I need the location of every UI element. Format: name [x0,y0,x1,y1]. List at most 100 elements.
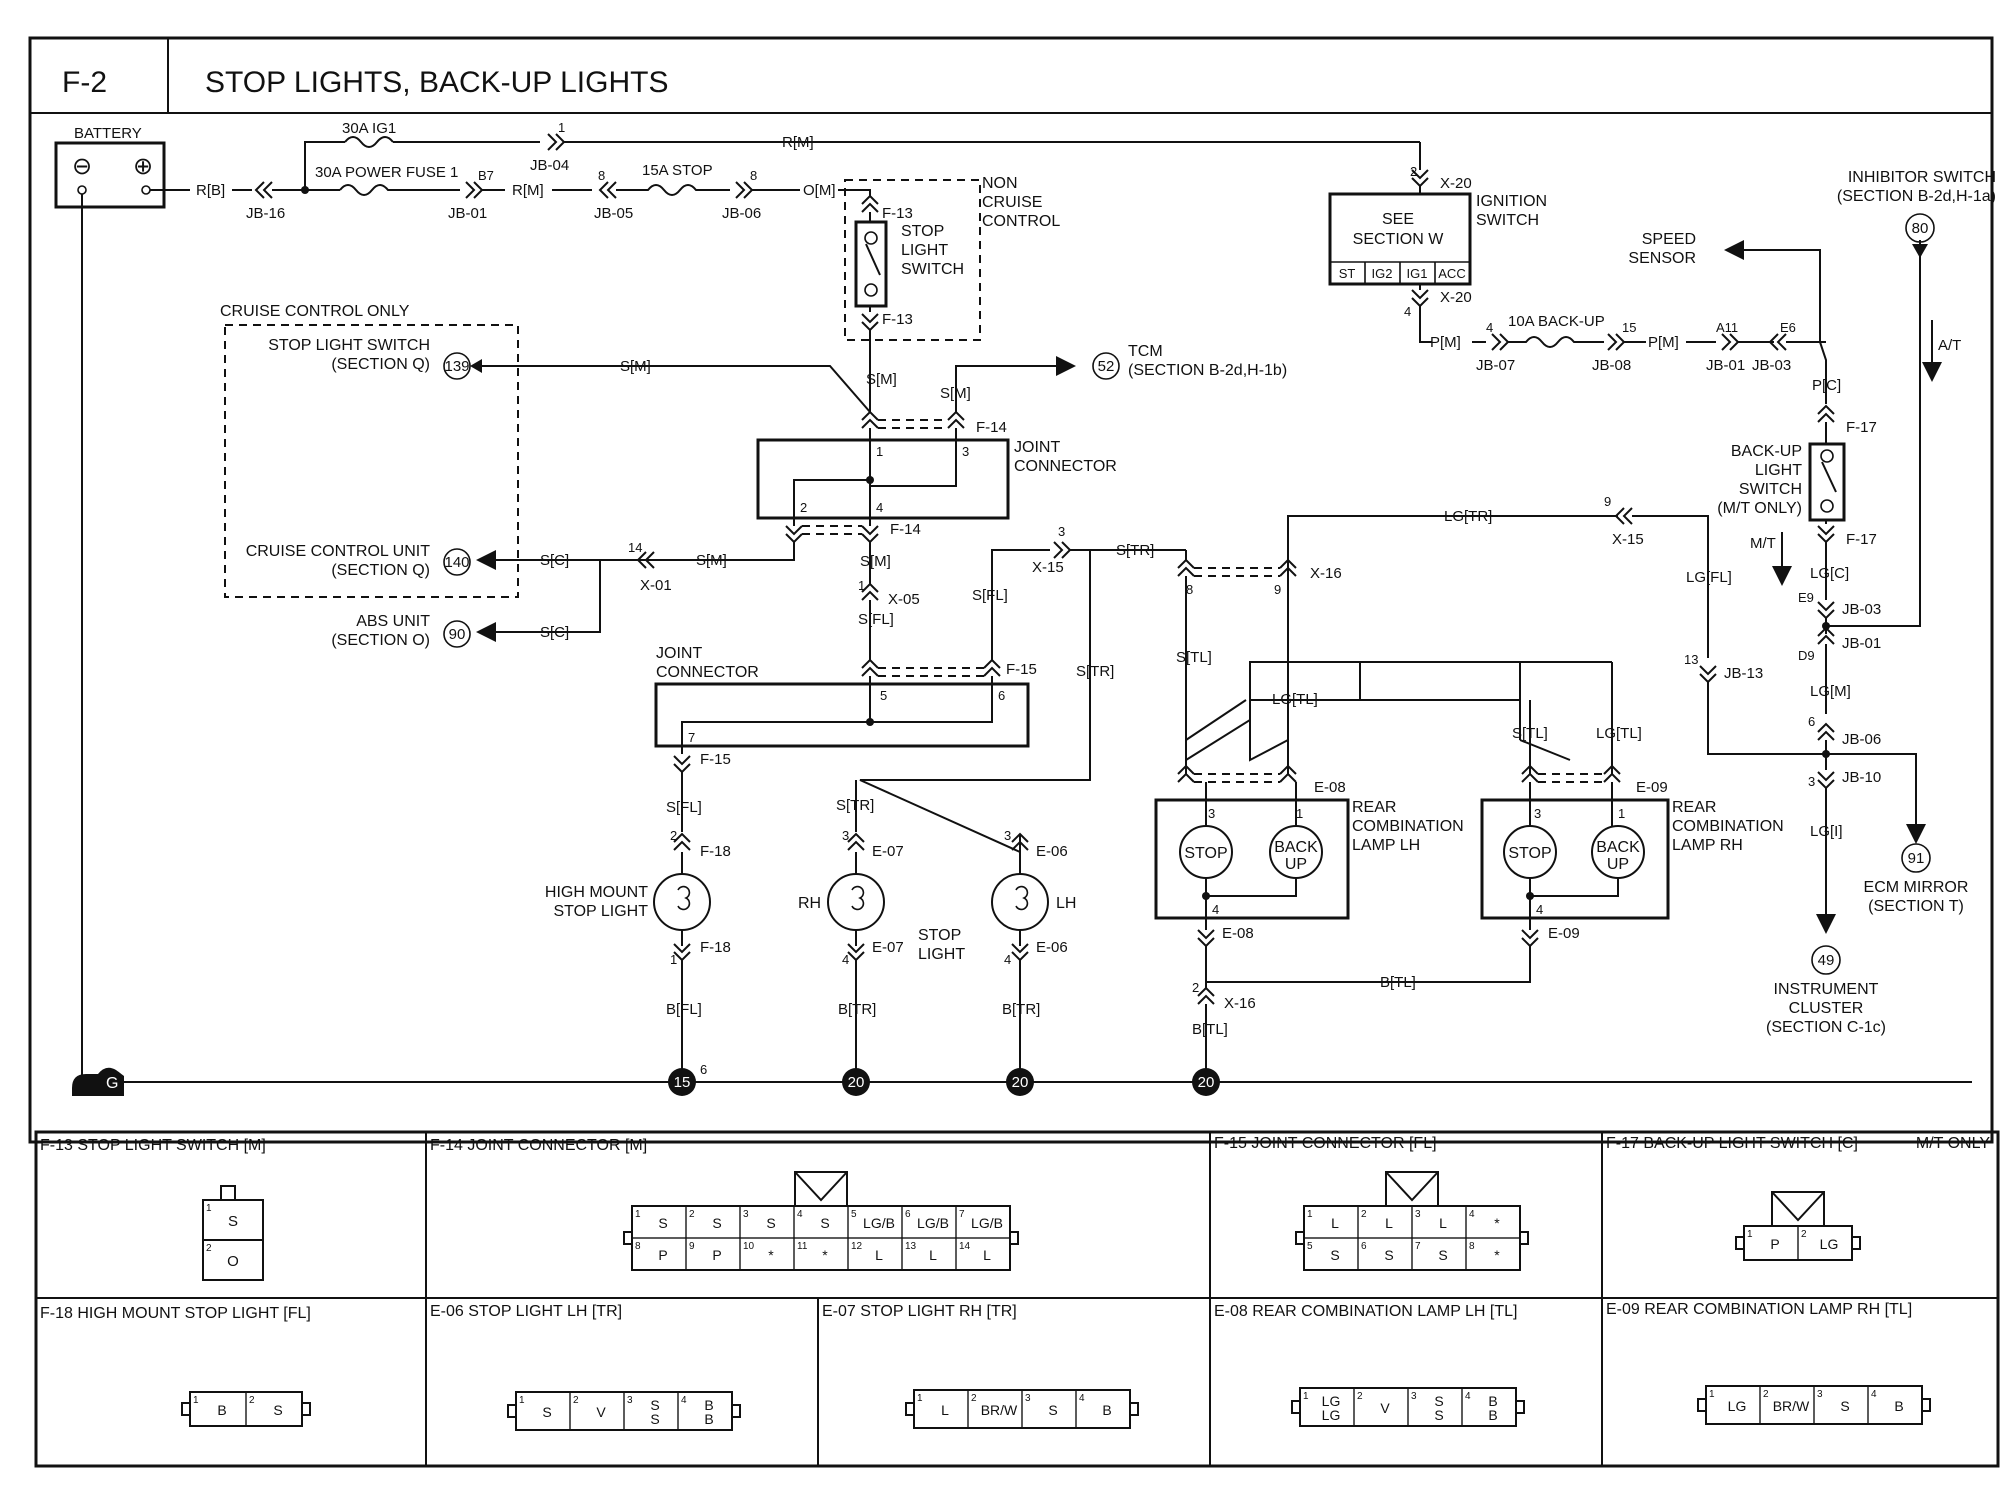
pin-wire: B [1488,1393,1497,1409]
pin-number: 2 [1763,1389,1769,1400]
pin-wire: S [650,1397,659,1413]
svg-text:S[M]: S[M] [866,371,897,388]
pin-number: 8 [1469,1241,1475,1252]
svg-text:80: 80 [1912,220,1929,237]
svg-text:1: 1 [858,578,865,593]
svg-text:ST: ST [1339,266,1356,281]
pin-number: 3 [1817,1389,1823,1400]
battery-negative-icon: ⊖ [72,153,92,180]
pin-wire: L [875,1247,883,1263]
svg-text:8: 8 [1186,582,1193,597]
svg-text:CRUISE CONTROL ONLY: CRUISE CONTROL ONLY [220,303,410,320]
svg-text:5: 5 [880,688,887,703]
conn-note-f17: M/T ONLY [1916,1135,1990,1152]
svg-text:139: 139 [444,358,469,375]
svg-text:S[TR]: S[TR] [1116,542,1154,559]
pin-number: 3 [1411,1391,1417,1402]
pin-wire: S [228,1213,238,1230]
pin-wire: LG/B [863,1215,895,1231]
svg-text:10A BACK-UP: 10A BACK-UP [1508,313,1605,330]
svg-text:E9: E9 [1798,590,1814,605]
svg-text:6: 6 [998,688,1005,703]
svg-text:B[TR]: B[TR] [838,1001,876,1018]
page-title: STOP LIGHTS, BACK-UP LIGHTS [205,66,668,99]
svg-text:2: 2 [670,828,677,843]
svg-text:R[M]: R[M] [782,134,814,151]
pin-number: 1 [193,1395,199,1406]
svg-text:20: 20 [848,1074,865,1091]
svg-text:JB-10: JB-10 [1842,769,1881,786]
pin-wire: LG [1820,1236,1839,1252]
svg-text:X-20: X-20 [1440,175,1472,192]
pin-number: 2 [1801,1229,1807,1240]
svg-text:B[TL]: B[TL] [1192,1021,1228,1038]
pin-number: 1 [917,1393,923,1404]
svg-text:3: 3 [842,828,849,843]
svg-text:CRUISE CONTROL UNIT(SECTION Q): CRUISE CONTROL UNIT(SECTION Q) [246,543,431,579]
svg-text:B7: B7 [478,168,494,183]
svg-text:ECM MIRROR(SECTION T): ECM MIRROR(SECTION T) [1864,879,1969,915]
svg-text:4: 4 [1212,902,1219,917]
pin-wire: S [1434,1393,1443,1409]
svg-text:JB-06: JB-06 [1842,731,1881,748]
pin-wire: BR/W [981,1402,1018,1418]
pin-wire: B [1102,1402,1111,1418]
svg-text:15: 15 [1622,320,1636,335]
svg-text:RH: RH [798,895,821,912]
svg-text:LG[TL]: LG[TL] [1596,725,1642,742]
svg-text:R[B]: R[B] [196,182,225,199]
conn-title-e07: E-07 STOP LIGHT RH [TR] [822,1303,1017,1320]
pin-number: 1 [1307,1209,1313,1220]
pin-wire: P [658,1247,667,1263]
svg-text:S[TR]: S[TR] [1076,663,1114,680]
svg-text:JB-08: JB-08 [1592,357,1631,374]
svg-text:E-07: E-07 [872,939,904,956]
pin-wire: BR/W [1773,1398,1810,1414]
svg-text:4: 4 [1004,952,1011,967]
svg-text:STOP: STOP [1184,845,1227,862]
page-code: F-2 [62,66,107,99]
svg-text:3: 3 [1058,524,1065,539]
svg-text:E-08: E-08 [1314,779,1346,796]
svg-text:JB-05: JB-05 [594,205,633,222]
pin-number: 11 [797,1241,808,1252]
pin-wire: * [822,1247,828,1263]
svg-text:B[TL]: B[TL] [1380,974,1416,991]
pin-wire: L [1439,1215,1447,1231]
svg-text:14: 14 [628,540,642,555]
conn-title-e08: E-08 REAR COMBINATION LAMP LH [TL] [1214,1303,1517,1320]
svg-text:LG[M]: LG[M] [1810,683,1851,700]
pin-wire: LG/B [971,1215,1003,1231]
svg-text:E-08: E-08 [1222,925,1254,942]
pin-wire: S [658,1215,667,1231]
pin-number: 2 [573,1395,579,1406]
svg-text:15A STOP: 15A STOP [642,162,713,179]
svg-text:E-06: E-06 [1036,939,1068,956]
pin-wire: L [1331,1215,1339,1231]
svg-text:P[M]: P[M] [1430,334,1461,351]
svg-text:E-06: E-06 [1036,843,1068,860]
pin-number: 2 [1361,1209,1367,1220]
pin-wire: S [712,1215,721,1231]
pin-number: 3 [1415,1209,1421,1220]
pin-number: 5 [1307,1241,1313,1252]
pin-wire: B [1488,1407,1497,1423]
conn-title-f15: F-15 JOINT CONNECTOR [FL] [1214,1135,1437,1152]
svg-text:A11: A11 [1716,320,1738,335]
svg-text:S[C]: S[C] [540,624,569,641]
svg-text:S[TL]: S[TL] [1512,725,1548,742]
pin-wire: LG [1728,1398,1747,1414]
ground-icon: G [72,1067,124,1096]
svg-text:X-20: X-20 [1440,289,1472,306]
svg-text:90: 90 [449,626,466,643]
svg-text:6: 6 [1808,714,1815,729]
pin-wire: * [1494,1247,1500,1263]
